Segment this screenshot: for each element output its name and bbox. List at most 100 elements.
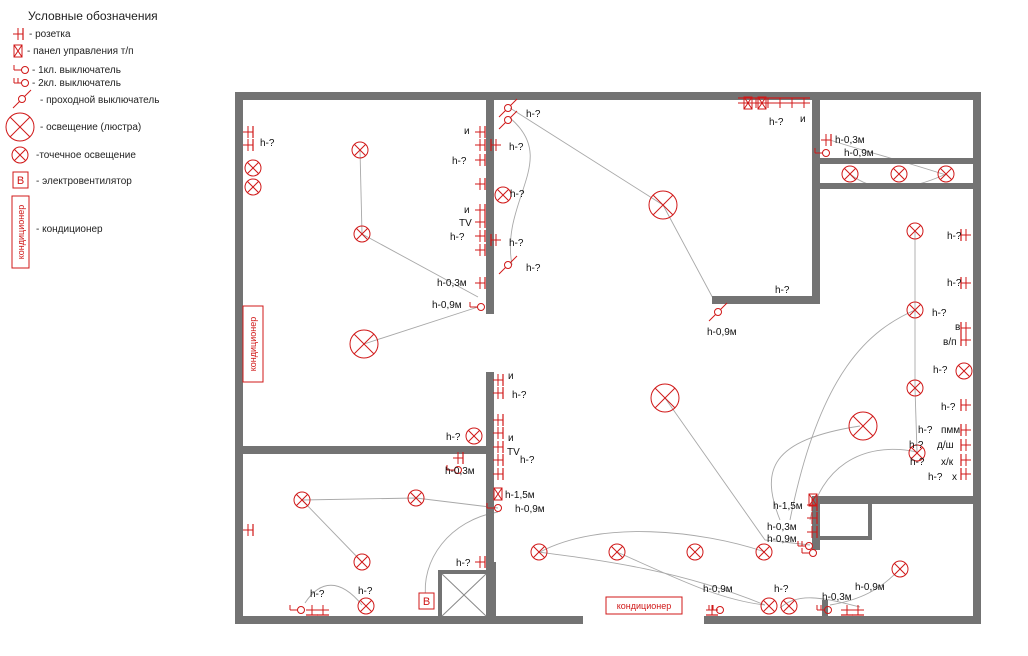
socket-icon [840, 604, 854, 616]
height-label: h-0,3м [445, 466, 475, 477]
plan-label: д/ш [937, 440, 954, 451]
height-label: h-0,3м [767, 522, 797, 533]
plan-label: и [464, 205, 470, 216]
height-label: h-? [769, 117, 784, 128]
socket-icon [960, 467, 972, 481]
socket-icon [960, 453, 972, 467]
height-label: h-? [947, 231, 962, 242]
chandelier-icon [648, 190, 678, 220]
svg-text:кондиционер: кондиционер [248, 317, 258, 371]
switch-2-key-icon [13, 77, 29, 87]
plan-labels: h-? и h-? h-? h-? и TV h-? h-? h-? h-? h… [260, 109, 962, 603]
plan-label: в [955, 322, 960, 333]
pass-through-switch-icon [12, 89, 32, 109]
legend-item-spot: -точечное освещение [11, 146, 136, 164]
plan-label: TV [459, 218, 472, 229]
socket-icon [960, 333, 972, 347]
socket-icon [492, 386, 504, 400]
spot-light-icon [891, 560, 909, 578]
svg-text:- розетка: - розетка [29, 29, 71, 40]
height-label: h-? [509, 238, 524, 249]
spot-light-icon [608, 543, 626, 561]
legend-item-switch-1: - 1кл. выключатель [13, 64, 121, 76]
legend-title: Условные обозначения [28, 9, 158, 23]
socket-icon [12, 27, 24, 41]
plan-label: в/п [943, 337, 957, 348]
height-label: h-? [509, 142, 524, 153]
height-label: h-? [947, 278, 962, 289]
plan-label: пмм [941, 425, 960, 436]
plan-label: и [800, 114, 806, 125]
socket-icon [960, 398, 972, 412]
svg-text:- 2кл. выключатель: - 2кл. выключатель [32, 78, 121, 89]
legend-item-panel: - панел управления т/п [13, 44, 134, 58]
height-label: h-? [456, 558, 471, 569]
fan: В [418, 592, 435, 610]
spot-light-icon [780, 597, 798, 615]
socket-icon [242, 138, 254, 152]
socket-icon [474, 215, 486, 229]
height-label: h-0,9м [855, 582, 885, 593]
socket-icon [474, 177, 486, 191]
switch-1-key-icon [289, 604, 305, 614]
fan-icon [12, 171, 29, 189]
height-label: h-0,9м [767, 534, 797, 545]
svg-text:кондиционер: кондиционер [16, 205, 26, 259]
plan-label: х/к [941, 457, 954, 468]
svg-text:- освещение (люстра): - освещение (люстра) [40, 122, 141, 133]
height-label: h-? [774, 584, 789, 595]
height-label: h-? [526, 109, 541, 120]
spot-light-icon [755, 543, 773, 561]
socket-icon [474, 276, 486, 290]
height-label: h-? [918, 425, 933, 436]
socket-icon [851, 604, 865, 616]
svg-text:- кондиционер: - кондиционер [36, 224, 103, 235]
height-label: h-0,9м [515, 504, 545, 515]
chandelier-icon [848, 411, 878, 441]
height-label: h-? [933, 365, 948, 376]
height-label: h-? [450, 232, 465, 243]
pass-through-switch-icon [498, 255, 518, 275]
spot-light-icon [890, 165, 908, 183]
air-conditioner-icon [605, 596, 683, 615]
plan-label: и [464, 126, 470, 137]
socket-icon [474, 138, 486, 152]
svg-text:кондиционер: кондиционер [617, 601, 671, 611]
walls [235, 92, 981, 624]
spot-light-icon [686, 543, 704, 561]
fan-icon [418, 592, 435, 610]
socket-icon [492, 373, 504, 387]
pass-through-switch-icon [708, 302, 728, 322]
spot-light-icon [357, 597, 375, 615]
spot-light-icon [353, 553, 371, 571]
air-conditioner-2: кондиционер [605, 596, 683, 615]
plan-label: и [508, 433, 514, 444]
svg-text:- 1кл. выключатель: - 1кл. выключатель [32, 65, 121, 76]
height-label: h-0,3м [822, 592, 852, 603]
air-conditioner-icon [242, 305, 264, 383]
spot-light-icon [11, 146, 29, 164]
spot-light-icon [955, 362, 973, 380]
spot-light-icon [841, 165, 859, 183]
socket-icon [242, 523, 254, 537]
svg-text:- проходной выключатель: - проходной выключатель [40, 95, 159, 106]
chandelier-icon [349, 329, 379, 359]
svg-text:- панел управления т/п: - панел управления т/п [27, 46, 134, 57]
socket-icon [474, 555, 486, 569]
socket-icon [960, 228, 972, 242]
height-label: h-0,3м [835, 135, 865, 146]
svg-text:-точечное освещение: -точечное освещение [36, 150, 136, 161]
socket-icon [492, 413, 504, 427]
plan-label: х [952, 472, 957, 483]
height-label: h-? [775, 285, 790, 296]
legend-item-ac: кондиционер - кондиционер [11, 195, 103, 269]
air-conditioner-1: кондиционер [242, 305, 264, 383]
height-label: h-? [928, 472, 943, 483]
svg-text:В: В [423, 596, 430, 608]
legend-item-pass-switch: - проходной выключатель [12, 89, 159, 109]
height-label: h-1,5м [505, 490, 535, 501]
floor-heating-panel-icon [13, 44, 23, 58]
socket-icon [960, 276, 972, 290]
socket-icon [242, 125, 254, 139]
